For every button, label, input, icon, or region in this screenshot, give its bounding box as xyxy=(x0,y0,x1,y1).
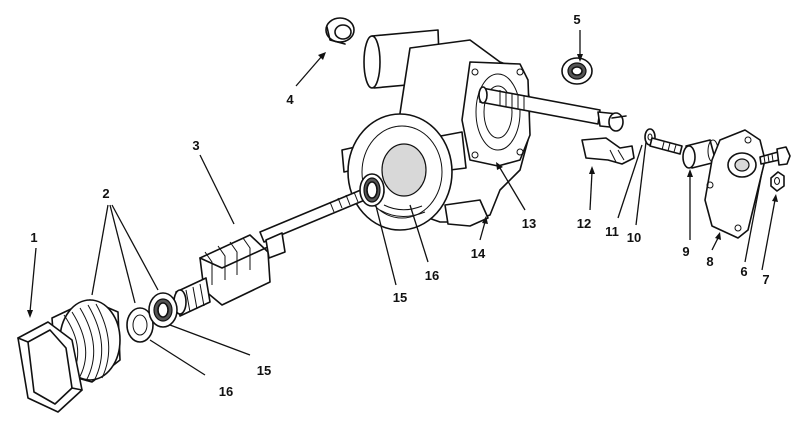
callout-16-lower: 16 xyxy=(219,384,233,399)
bushing-part-9 xyxy=(682,139,719,169)
callout-11: 11 xyxy=(605,224,619,239)
callout-3: 3 xyxy=(192,138,199,153)
callout-12: 12 xyxy=(577,216,591,231)
sector-shaft xyxy=(478,86,627,132)
callout-9: 9 xyxy=(682,244,689,259)
seal-ring-part-4 xyxy=(325,17,355,45)
callout-10: 10 xyxy=(627,230,641,245)
callout-15-upper: 15 xyxy=(393,290,407,305)
nut-part-7 xyxy=(770,171,785,192)
callout-2: 2 xyxy=(102,186,109,201)
callout-15-lower: 15 xyxy=(257,363,271,378)
adjuster-block-part-12 xyxy=(581,137,635,165)
callout-5: 5 xyxy=(573,12,580,27)
worm-shaft-part-3 xyxy=(173,181,385,317)
callout-14: 14 xyxy=(471,246,486,261)
leader-lines xyxy=(27,30,778,376)
bearing-part-5 xyxy=(561,57,593,85)
callout-16-upper: 16 xyxy=(425,268,439,283)
callout-7: 7 xyxy=(762,272,769,287)
side-cover-part-8 xyxy=(704,129,766,239)
callout-13: 13 xyxy=(522,216,536,231)
callout-4: 4 xyxy=(286,92,294,107)
callout-1: 1 xyxy=(30,230,37,245)
bolt-part-6 xyxy=(759,146,791,166)
bearing-cage-part-15-upper xyxy=(359,173,385,207)
adjuster-screw-part-10 xyxy=(649,137,683,155)
callout-8: 8 xyxy=(706,254,713,269)
locknut-part-1 xyxy=(17,321,83,413)
callout-6: 6 xyxy=(740,264,747,279)
gear-housing xyxy=(341,29,531,231)
